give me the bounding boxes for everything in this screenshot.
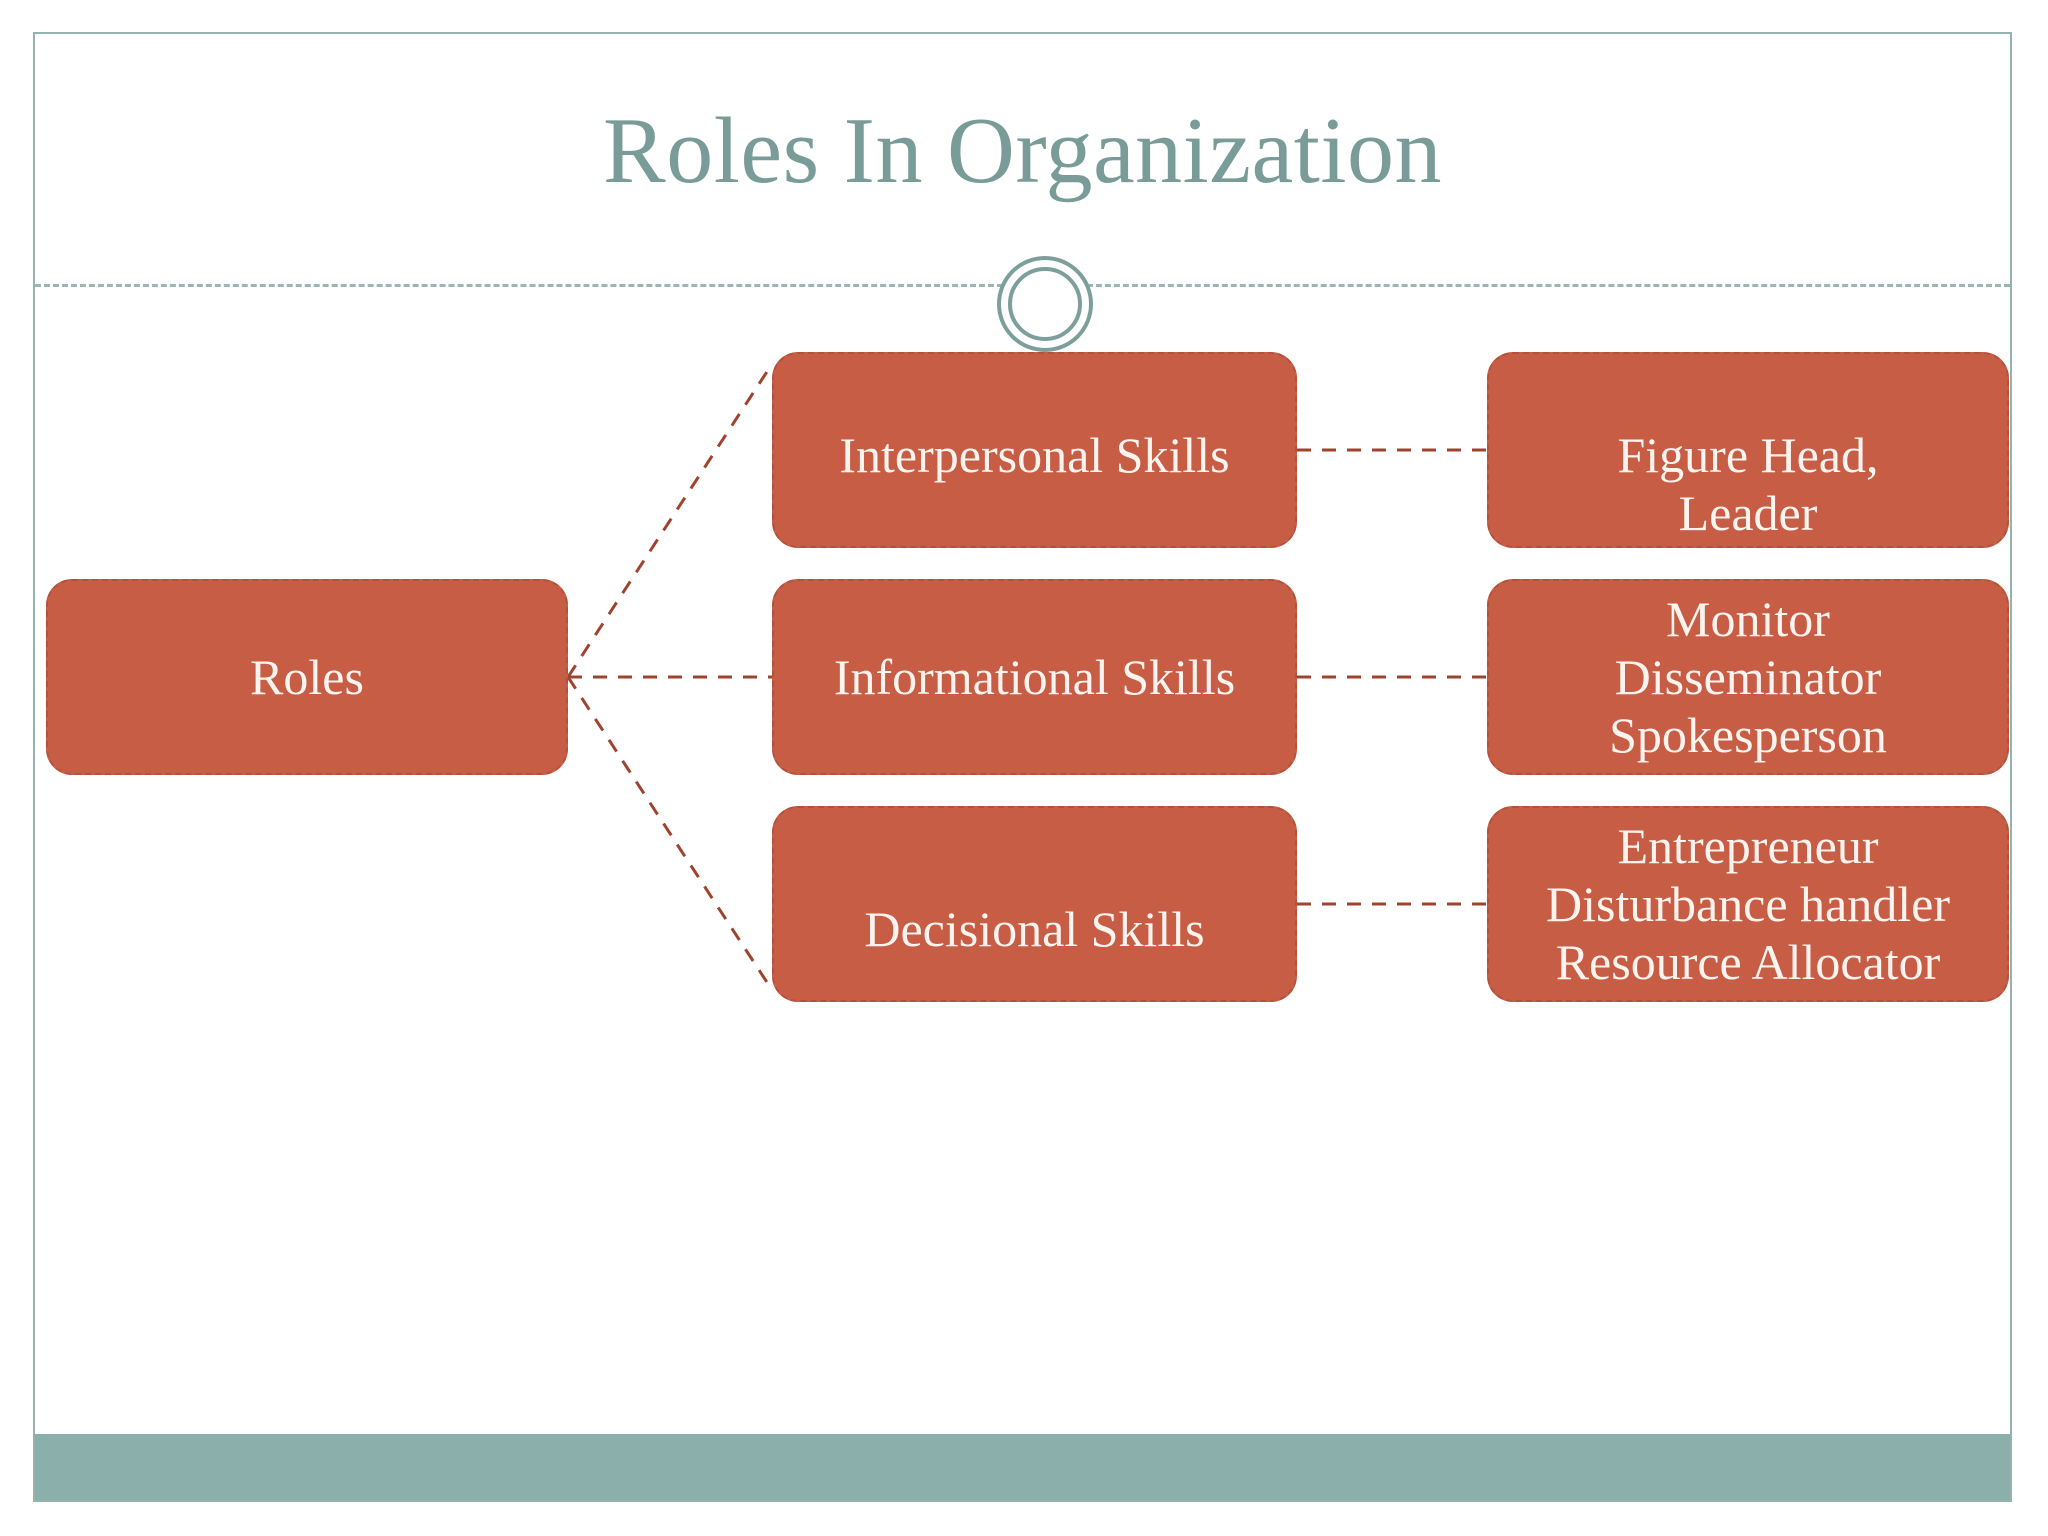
node-roles-label: Roles [250,649,364,705]
node-interpersonal-skills[interactable]: Interpersonal Skills [772,352,1297,548]
node-informational-details[interactable]: Monitor Disseminator Spokesperson [1487,579,2009,775]
detail-line: Disseminator [1614,649,1882,705]
node-roles[interactable]: Roles [46,579,568,775]
detail-line: Resource Allocator [1555,934,1941,990]
node-interpersonal-skills-label: Interpersonal Skills [839,427,1230,483]
node-decisional-skills-label: Decisional Skills [864,901,1205,957]
node-decisional-details[interactable]: Entrepreneur Disturbance handler Resourc… [1487,806,2009,1002]
detail-line: Entrepreneur [1617,818,1879,874]
node-interpersonal-details[interactable]: Figure Head, Leader [1487,352,2009,548]
detail-line: Leader [1678,485,1818,541]
detail-line: Disturbance handler [1545,876,1950,932]
node-informational-skills[interactable]: Informational Skills [772,579,1297,775]
footer-bar [35,1434,2010,1500]
detail-line: Spokesperson [1609,707,1887,763]
slide-canvas: Roles In Organization Roles Interpersona… [33,32,2012,1502]
node-decisional-skills[interactable]: Decisional Skills [772,806,1297,1002]
connector-root-to-decisional [566,676,774,991]
detail-line: Monitor [1666,591,1830,647]
detail-line: Figure Head, [1617,427,1879,483]
page-title: Roles In Organization [603,99,1442,203]
connector-root-to-interpersonal [566,363,774,678]
roles-diagram: Roles Interpersonal Skills Informational… [35,34,2010,1500]
node-informational-skills-label: Informational Skills [833,649,1236,705]
double-ring-circle-icon [997,256,1093,352]
